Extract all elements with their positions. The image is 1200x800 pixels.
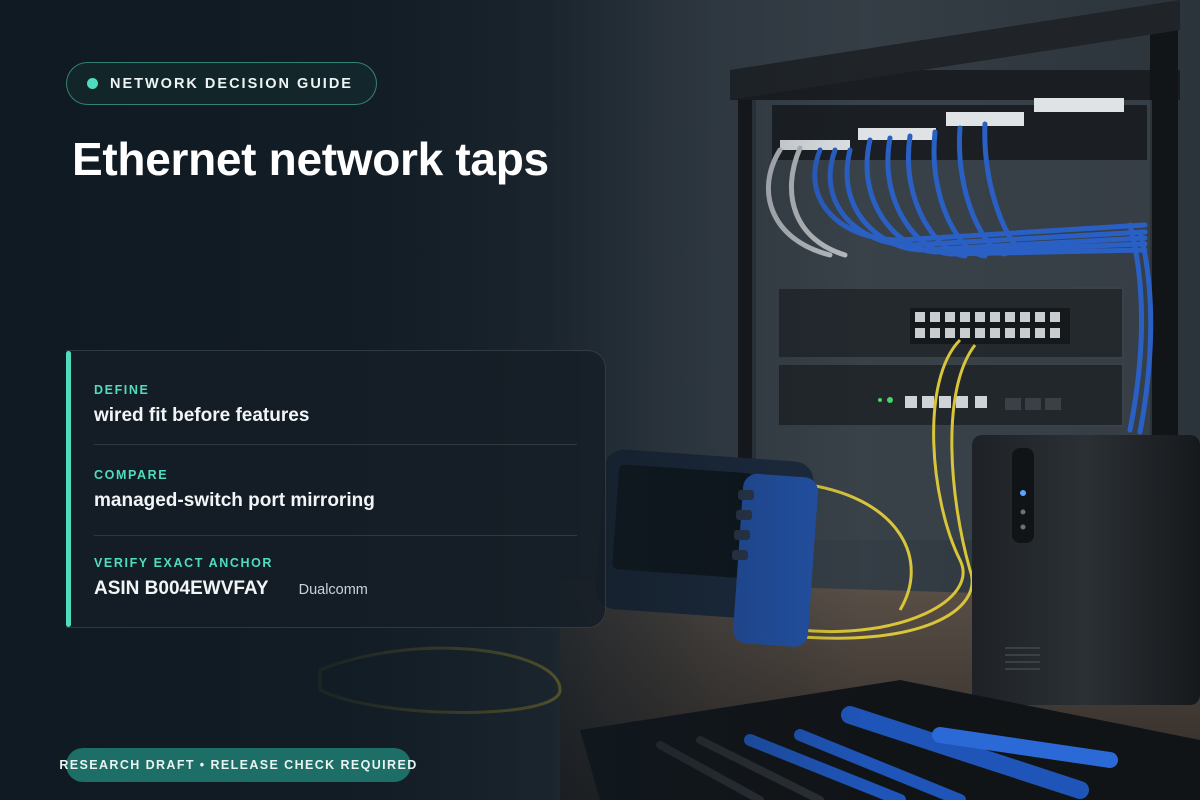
row-label: DEFINE [94, 383, 150, 397]
row-label: COMPARE [94, 468, 169, 482]
card-row-define: DEFINE wired fit before features [94, 383, 577, 427]
row-label: VERIFY EXACT ANCHOR [94, 556, 274, 570]
card-accent-rail [66, 351, 71, 627]
asin-value: ASIN B004EWVFAY [94, 578, 269, 599]
divider [94, 535, 577, 536]
page-title: Ethernet network taps [72, 133, 549, 185]
status-label: RESEARCH DRAFT • RELEASE CHECK REQUIRED [59, 758, 418, 772]
row-value: wired fit before features [94, 405, 310, 426]
category-label: NETWORK DECISION GUIDE [110, 75, 353, 92]
card-row-verify: VERIFY EXACT ANCHOR ASIN B004EWVFAY Dual… [94, 556, 577, 600]
status-dot-icon [87, 78, 98, 89]
brand-name: Dualcomm [298, 582, 368, 598]
category-pill: NETWORK DECISION GUIDE [66, 62, 377, 105]
anchor-line: ASIN B004EWVFAY Dualcomm [94, 578, 577, 600]
card-row-compare: COMPARE managed-switch port mirroring [94, 468, 577, 512]
decision-card: DEFINE wired fit before features COMPARE… [66, 350, 606, 628]
row-value: managed-switch port mirroring [94, 490, 375, 511]
draft-status-badge: RESEARCH DRAFT • RELEASE CHECK REQUIRED [59, 748, 416, 782]
divider [94, 444, 577, 445]
